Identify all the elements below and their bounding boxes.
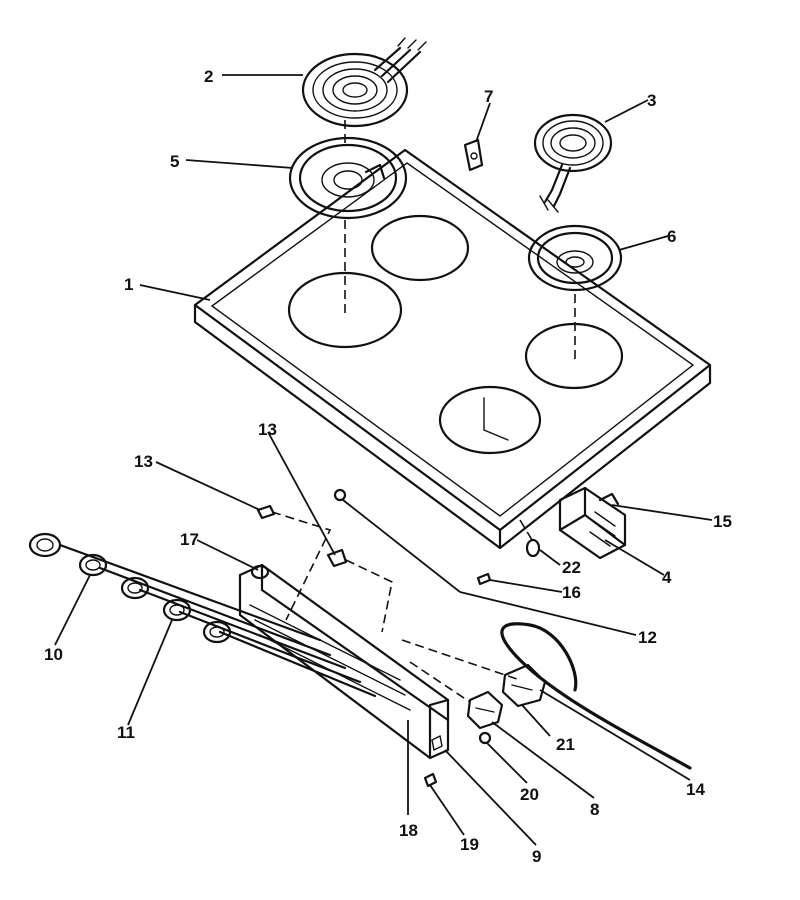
knob-2 — [78, 553, 108, 577]
part-22-grommet — [525, 538, 541, 558]
knob-3 — [120, 576, 150, 600]
label-5: 5 — [170, 152, 179, 171]
label-7: 7 — [484, 87, 493, 106]
opening-front-left — [287, 271, 403, 349]
label-19: 19 — [460, 835, 479, 854]
label-14: 14 — [686, 780, 705, 799]
small-hardware — [333, 488, 541, 593]
knob-4 — [162, 598, 192, 622]
opening-rear-right — [524, 322, 624, 390]
label-9: 9 — [532, 847, 541, 866]
cooktop-main-top — [193, 148, 712, 550]
opening-rear-left — [370, 214, 470, 282]
part-19-screw — [423, 772, 438, 788]
label-22: 22 — [562, 558, 581, 577]
label-15: 15 — [713, 512, 732, 531]
knob-5 — [202, 620, 232, 644]
opening-front-right — [438, 385, 542, 455]
terminal-block — [558, 486, 627, 560]
label-20: 20 — [520, 785, 539, 804]
label-17: 17 — [180, 530, 199, 549]
drip-pan-right — [527, 224, 623, 292]
mounting-screws — [256, 504, 393, 633]
label-13a: 13 — [134, 452, 153, 471]
drip-pan-left — [288, 136, 408, 220]
label-11: 11 — [117, 723, 135, 742]
power-cord — [500, 622, 692, 770]
burner-openings — [287, 214, 624, 455]
bracket-clip — [463, 138, 484, 172]
label-6: 6 — [667, 227, 676, 246]
part-16-screw — [476, 572, 492, 586]
label-12: 12 — [638, 628, 657, 647]
control-knobs — [28, 532, 232, 644]
label-8: 8 — [590, 800, 599, 819]
surface-element-large — [301, 37, 427, 128]
label-21: 21 — [556, 735, 575, 754]
surface-element-small — [533, 113, 613, 213]
label-3: 3 — [647, 91, 656, 110]
callout-labels: 2 5 1 3 6 7 15 4 22 16 12 13 13 17 10 11… — [44, 67, 732, 866]
part-12-pivot — [333, 488, 347, 502]
part-20-lamp — [478, 731, 492, 745]
label-18: 18 — [399, 821, 418, 840]
indicator-switch — [401, 639, 521, 745]
knob-1 — [28, 532, 62, 558]
switch-shafts — [58, 543, 411, 711]
label-10: 10 — [44, 645, 63, 664]
control-panel — [238, 563, 450, 760]
label-13b: 13 — [258, 420, 277, 439]
label-1: 1 — [124, 275, 133, 294]
leader-lines — [54, 74, 713, 846]
label-2: 2 — [204, 67, 213, 86]
label-16: 16 — [562, 583, 581, 602]
label-4: 4 — [662, 568, 672, 587]
